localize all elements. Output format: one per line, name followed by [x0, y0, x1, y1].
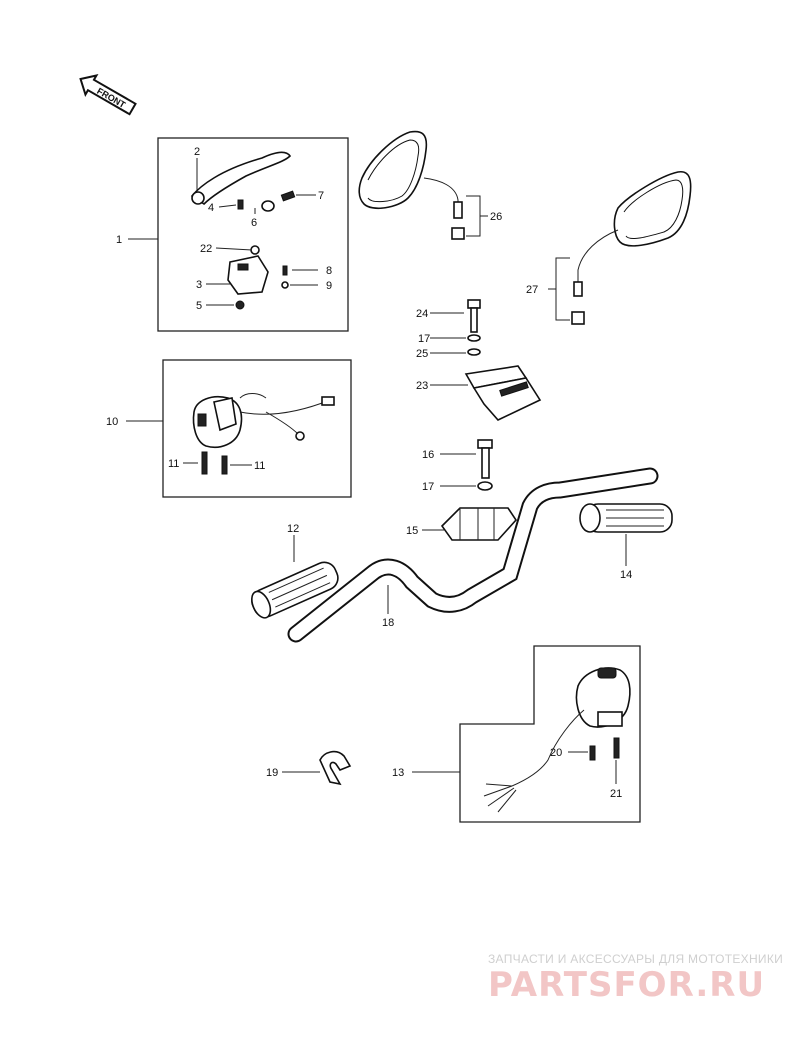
label-part-26: 26 — [490, 211, 502, 223]
lever-nut-5 — [235, 300, 245, 310]
watermark-logo: PARTSFOR.RU — [488, 965, 765, 1005]
switch-box-13 — [459, 645, 641, 823]
grip-left — [251, 561, 339, 619]
label-part-24: 24 — [416, 308, 428, 320]
label-part-12: 12 — [287, 523, 299, 535]
switch-housing-left — [192, 396, 243, 448]
watermark-tagline: ЗАПЧАСТИ И АКСЕССУАРЫ ДЛЯ МОТОТЕХНИКИ — [488, 952, 783, 966]
switch-wire-right — [511, 709, 585, 787]
label-part-3: 3 — [196, 279, 202, 291]
label-part-25: 25 — [416, 348, 428, 360]
lever-holder — [227, 245, 269, 295]
label-part-13: 13 — [392, 767, 404, 779]
front-arrow: FRONT — [79, 74, 137, 116]
switch-wire-left — [239, 399, 331, 415]
lever-bolt-4 — [237, 199, 244, 210]
cable-clip — [319, 750, 352, 786]
holder-23 — [464, 365, 542, 421]
label-part-23: 23 — [416, 380, 428, 392]
mirror-left — [358, 130, 465, 240]
clamp-15 — [440, 507, 518, 541]
label-part-16: 16 — [422, 449, 434, 461]
label-part-17a: 17 — [418, 333, 430, 345]
bolt-24 — [467, 299, 481, 333]
label-part-19: 19 — [266, 767, 278, 779]
label-part-14: 14 — [620, 569, 632, 581]
label-part-7: 7 — [318, 190, 324, 202]
grip-right — [579, 503, 673, 533]
label-part-10: 10 — [106, 416, 118, 428]
label-part-21: 21 — [610, 788, 622, 800]
label-part-9: 9 — [326, 280, 332, 292]
brake-lever — [190, 151, 292, 206]
label-part-5: 5 — [196, 300, 202, 312]
label-part-2: 2 — [194, 146, 200, 158]
label-part-1: 1 — [116, 234, 122, 246]
mirror-right — [571, 171, 692, 325]
label-part-8: 8 — [326, 265, 332, 277]
washer-25 — [467, 348, 481, 356]
label-part-15: 15 — [406, 525, 418, 537]
bolt-16 — [477, 439, 493, 479]
handlebar — [287, 467, 659, 643]
lever-assembly-box — [157, 137, 349, 332]
label-part-17b: 17 — [422, 481, 434, 493]
label-part-22: 22 — [200, 243, 212, 255]
label-part-20: 20 — [550, 747, 562, 759]
switch-housing-right — [575, 667, 631, 728]
label-part-18: 18 — [382, 617, 394, 629]
label-part-11a: 11 — [168, 458, 179, 470]
label-part-4: 4 — [208, 202, 214, 214]
label-part-6: 6 — [251, 217, 257, 229]
lever-pivot-6-7 — [261, 190, 296, 212]
lever-screw-8-9 — [281, 265, 289, 289]
label-part-11b: 11 — [254, 460, 265, 472]
label-part-27: 27 — [526, 284, 538, 296]
washer-17-upper — [467, 334, 481, 342]
switch-box-10 — [162, 359, 352, 498]
washer-17-lower — [477, 481, 493, 491]
screws-11 — [201, 451, 228, 475]
